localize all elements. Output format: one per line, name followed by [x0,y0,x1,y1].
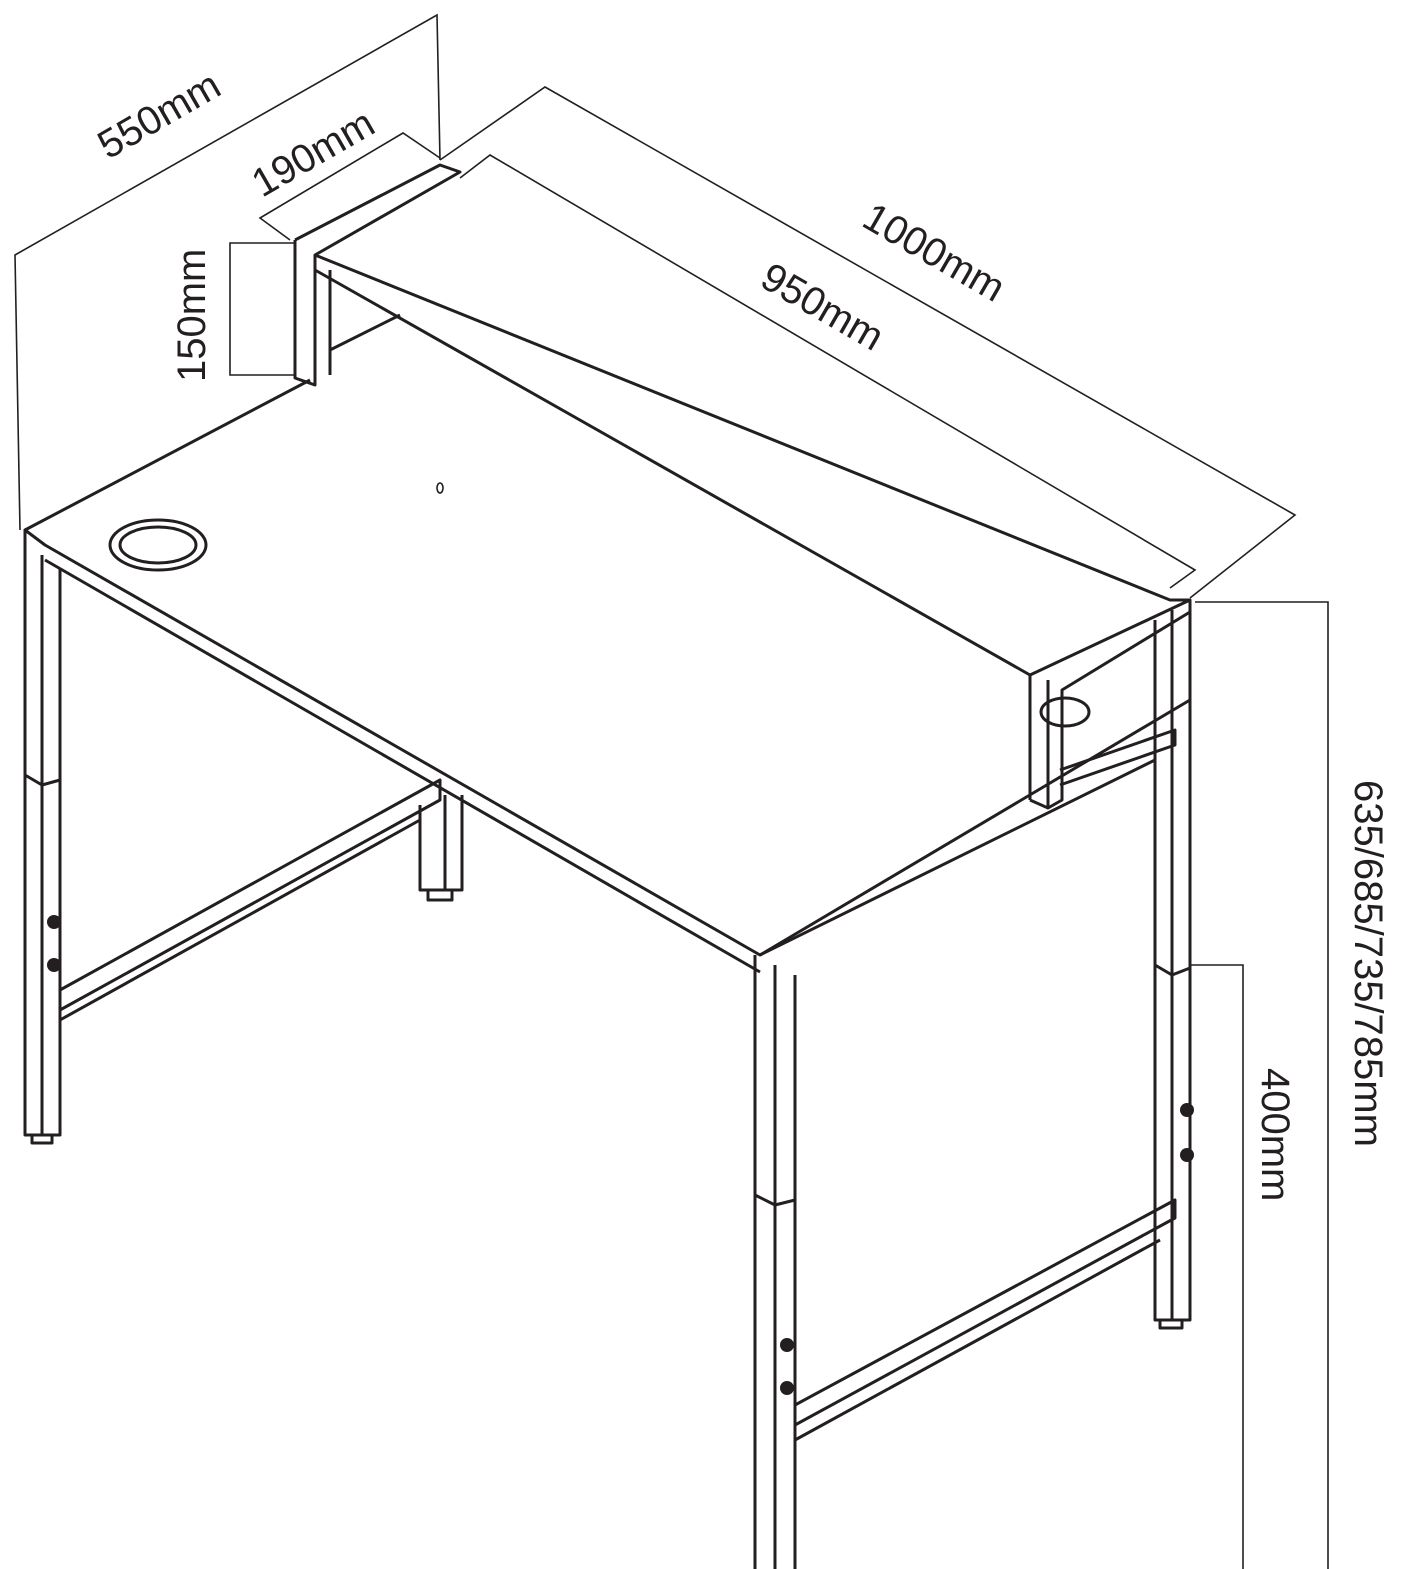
desktop-edge [23,378,1191,957]
dimension-lines [14,13,1329,1569]
width-label: 1000mm [856,195,1013,311]
shelf-front-edge [314,268,1032,800]
shelf-depth-dimension-line [258,132,441,241]
desktop-front-lower-edge [44,558,761,974]
table-height-dimension-line [1195,601,1329,1569]
depth-dimension-line [14,13,441,531]
stretcher-height-dimension-line [1190,964,1244,1569]
desk-outline [23,163,1194,1569]
width-dimension-line [439,86,1297,599]
stretcher-height-label: 400mm [1253,1068,1297,1201]
shelf-height-label: 150mm [170,249,214,382]
front-right-leg [753,955,797,1569]
cable-grommet [108,518,208,572]
shelf-top [294,163,1192,677]
shelf-depth-label: 190mm [245,101,383,206]
table-height-label: 635/685/735/785mm [1346,780,1390,1147]
shelf-grommet [1039,696,1091,728]
depth-label: 550mm [91,63,229,168]
shelf-width-dimension-line [459,154,1197,589]
shelf-height-dimension-line [229,242,295,376]
shelf-width-label: 950mm [754,255,892,360]
